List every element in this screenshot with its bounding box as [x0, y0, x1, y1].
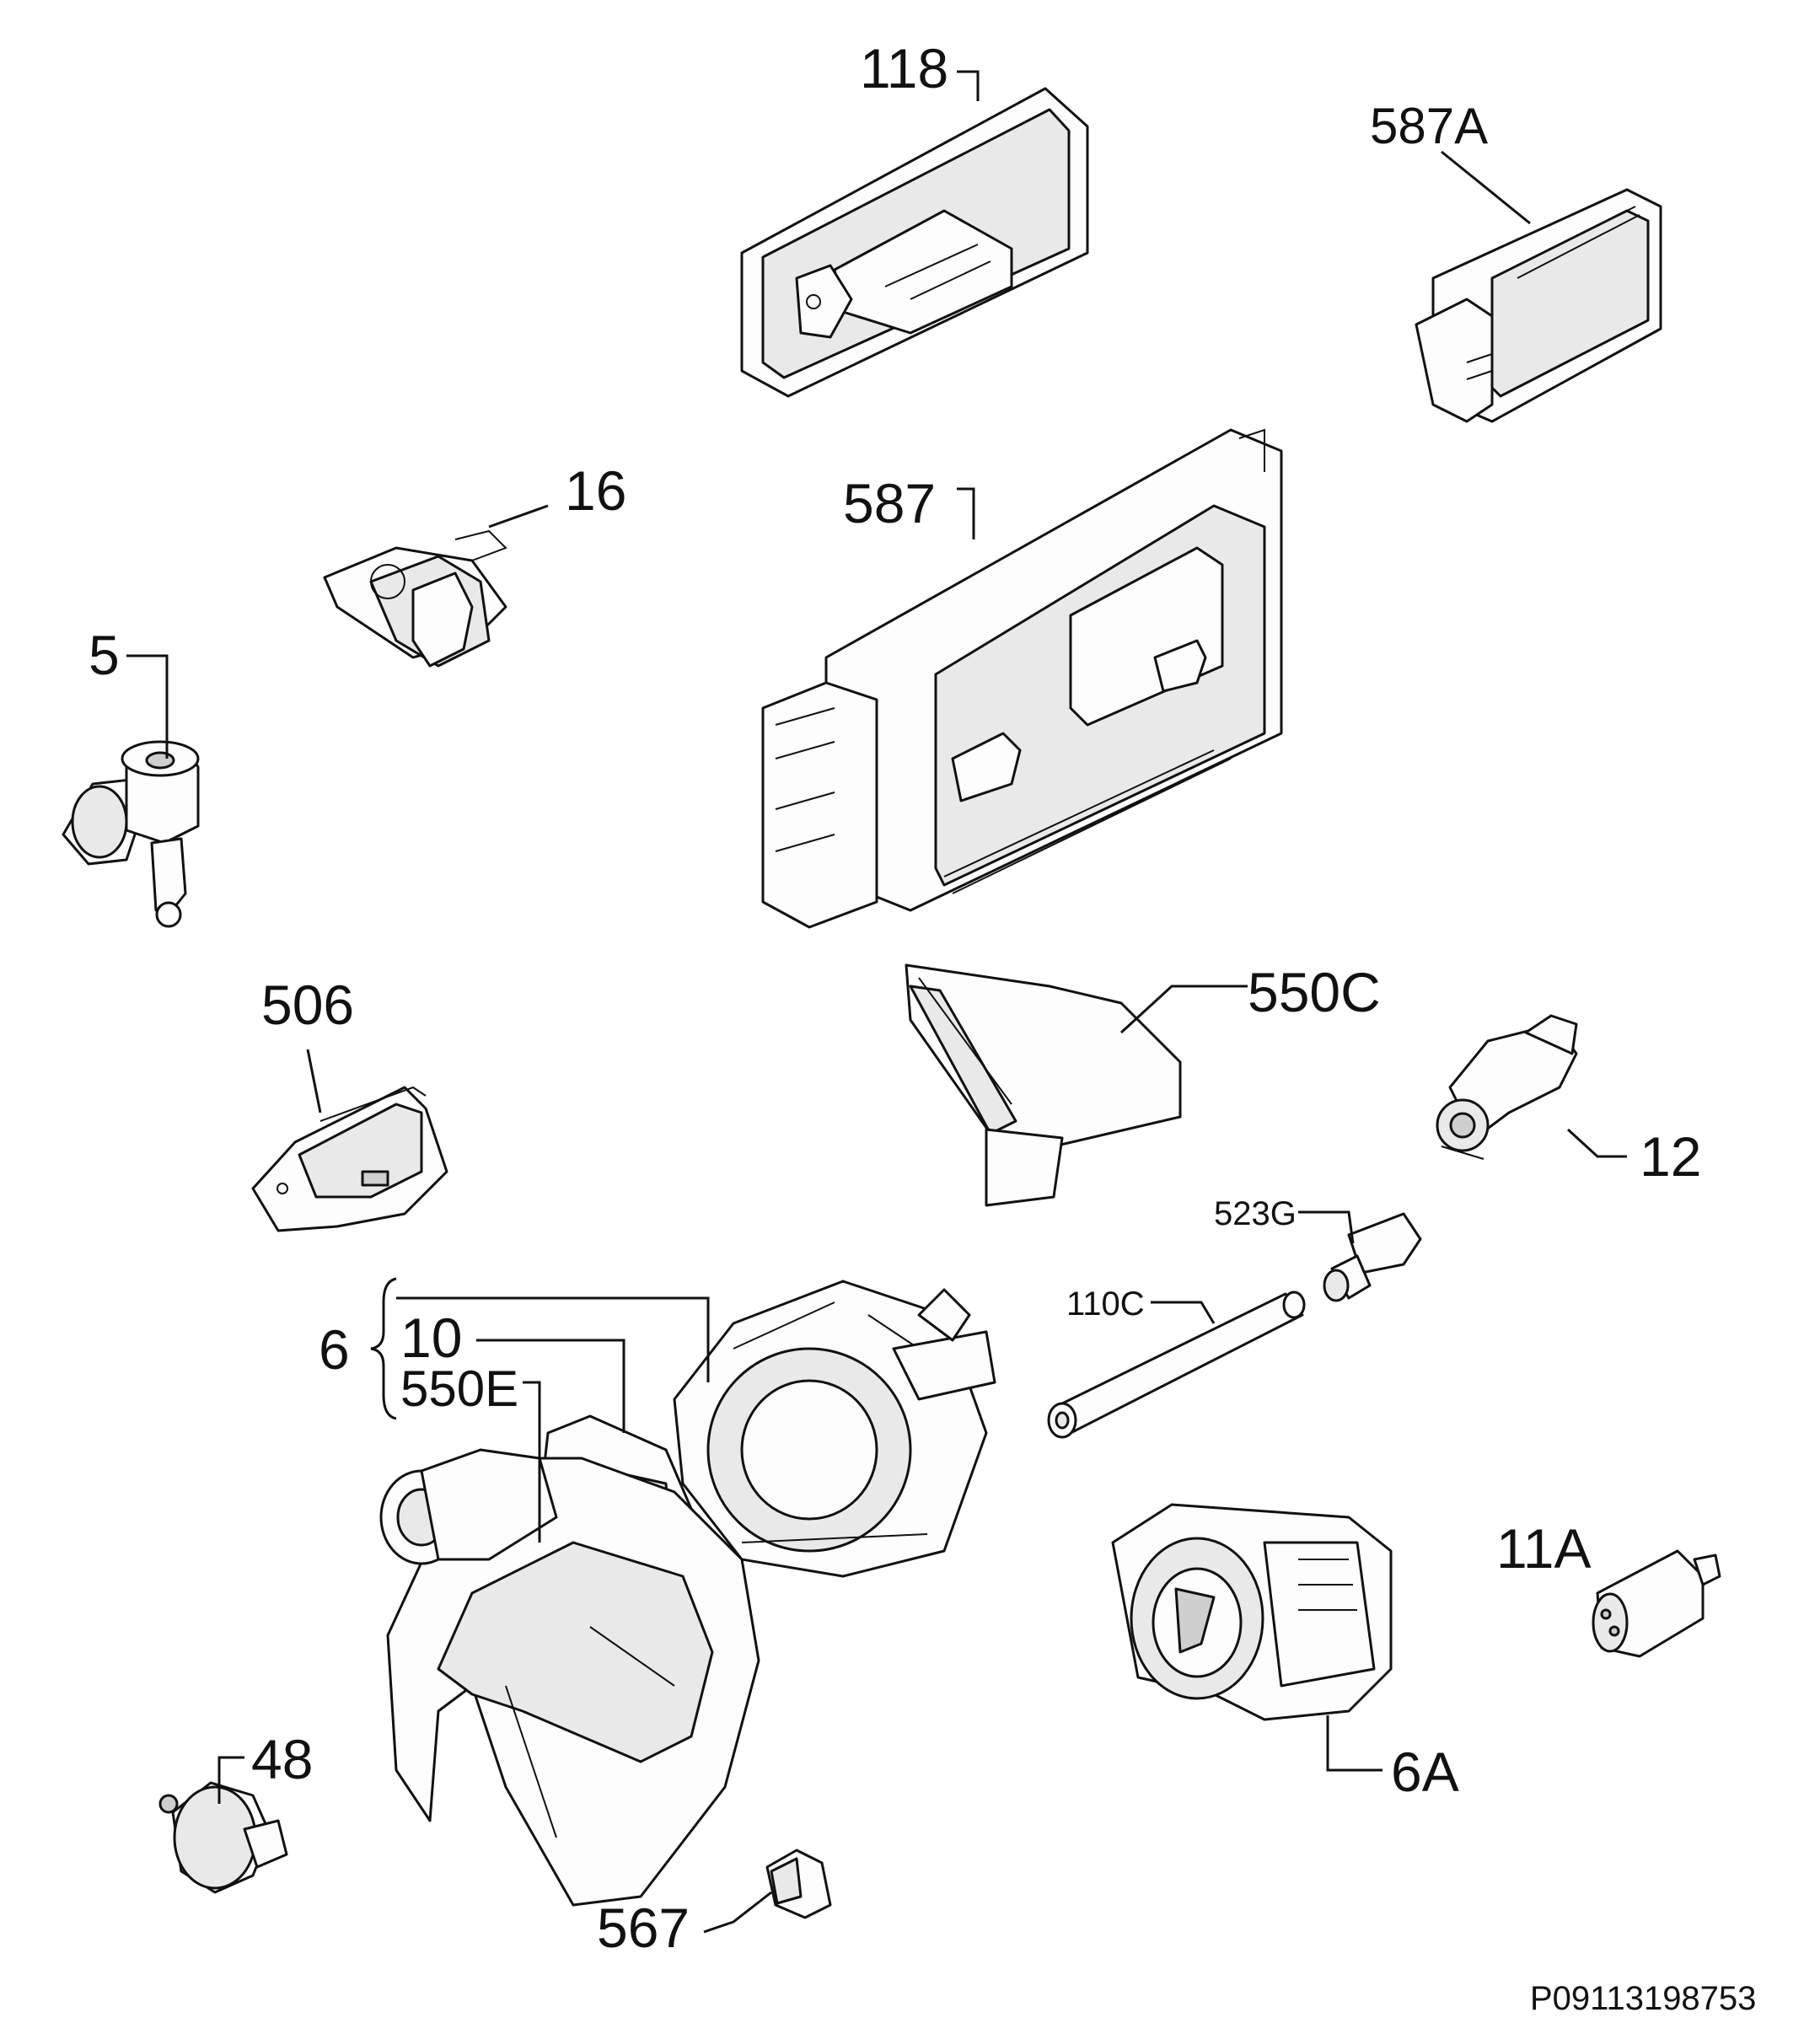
part-5-inlet-valve — [62, 740, 200, 928]
label-550C: 550C — [1248, 961, 1381, 1023]
part-587A-electronic-module — [1415, 188, 1662, 423]
leader-587A — [1441, 150, 1531, 225]
label-5: 5 — [89, 624, 120, 686]
label-587: 587 — [843, 472, 936, 534]
leader-6A — [1326, 1715, 1382, 1772]
part-6-circulation-pump — [673, 1280, 996, 1578]
part-16-door-lock — [323, 529, 507, 668]
label-110C: 110C — [1066, 1285, 1145, 1323]
part-550E-pump-housing — [379, 1448, 760, 1907]
leader-5 — [126, 654, 169, 759]
part-6A-drain-pump — [1111, 1503, 1393, 1721]
part-12-sensor — [1436, 1014, 1578, 1160]
label-16: 16 — [565, 459, 626, 522]
part-118-control-frame — [740, 87, 1089, 398]
label-6: 6 — [319, 1318, 350, 1381]
part-506-dispenser-latch — [251, 1086, 448, 1232]
leader-48 — [217, 1756, 244, 1804]
label-523G: 523G — [1214, 1195, 1297, 1232]
leader-567 — [703, 1891, 772, 1934]
leader-523G — [1298, 1210, 1355, 1244]
label-11A: 11A — [1496, 1517, 1592, 1580]
document-code: P09113198753 — [1530, 1980, 1756, 2017]
part-11A-sensor — [1592, 1549, 1721, 1658]
label-48: 48 — [251, 1728, 313, 1790]
label-587A: 587A — [1370, 98, 1488, 154]
leader-16 — [488, 504, 549, 529]
leader-10 — [476, 1339, 625, 1433]
label-118: 118 — [860, 37, 948, 99]
part-567-clip — [765, 1849, 832, 1919]
label-506: 506 — [261, 974, 354, 1036]
part-587-control-module — [761, 428, 1283, 929]
leader-6 — [396, 1296, 710, 1382]
leader-110C — [1151, 1301, 1216, 1324]
part-48-flow-sensor — [158, 1781, 288, 1894]
label-567: 567 — [597, 1897, 690, 1959]
part-110C-hose — [1047, 1291, 1306, 1439]
label-6A: 6A — [1391, 1741, 1459, 1803]
leader-587 — [957, 487, 975, 539]
label-550E: 550E — [400, 1360, 518, 1417]
label-10: 10 — [400, 1307, 462, 1369]
leader-550C — [1119, 985, 1248, 1034]
leader-118 — [957, 70, 980, 101]
leader-550E — [523, 1381, 541, 1543]
leader-12 — [1566, 1128, 1627, 1158]
part-550C-cover-flap — [905, 963, 1182, 1207]
brace-6 — [370, 1277, 397, 1420]
part-523G-connector — [1323, 1212, 1422, 1302]
leader-506 — [306, 1049, 322, 1113]
label-12: 12 — [1640, 1125, 1701, 1188]
